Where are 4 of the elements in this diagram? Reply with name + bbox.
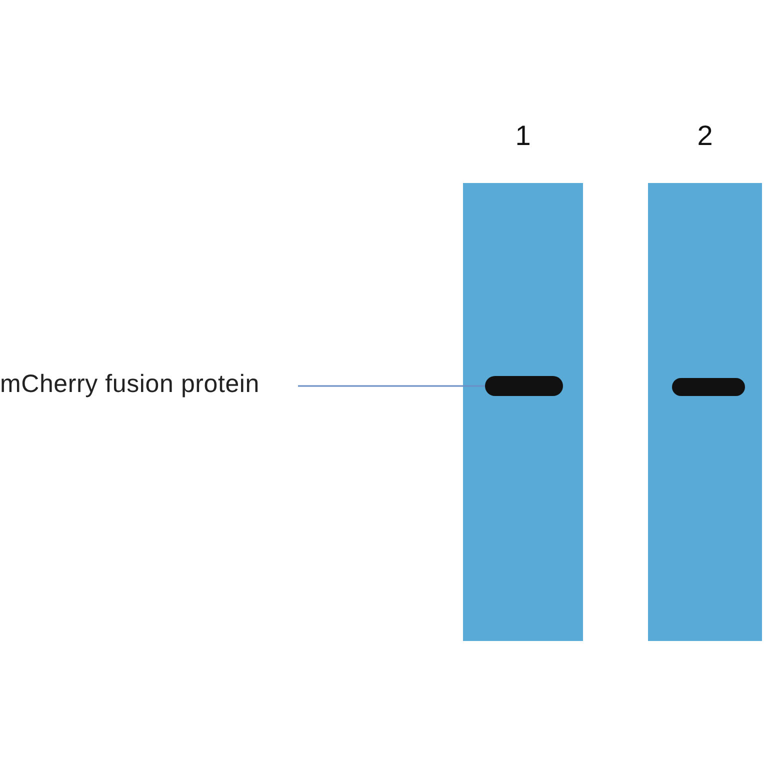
leader-line xyxy=(298,385,485,387)
lane-number: 2 xyxy=(696,120,714,152)
lane-number: 1 xyxy=(514,120,532,152)
band-label: mCherry fusion protein xyxy=(0,369,298,399)
